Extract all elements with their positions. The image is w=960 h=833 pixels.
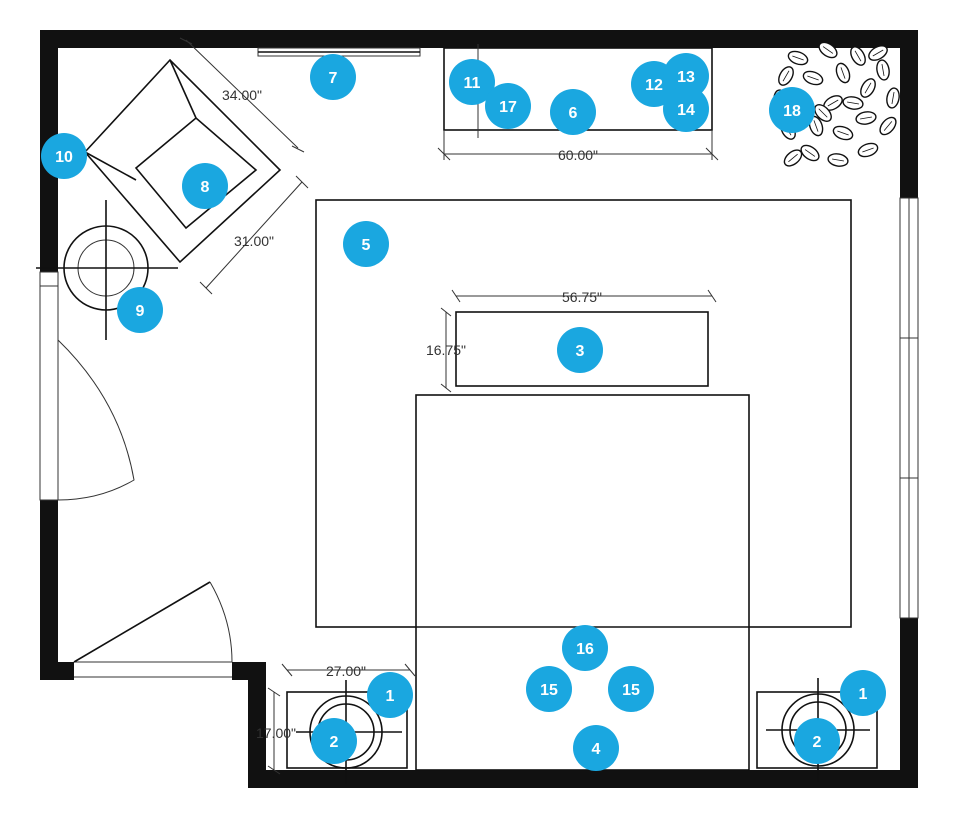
marker-18: 18	[769, 87, 815, 133]
walls	[40, 30, 918, 788]
plant-leaf-vein	[891, 92, 895, 104]
plant-leaf-vein	[807, 75, 819, 81]
svg-text:3: 3	[576, 343, 585, 360]
plant-leaf-vein	[792, 55, 804, 61]
door-icon	[39, 271, 135, 501]
plant-leaf-vein	[862, 147, 874, 153]
marker-3: 3	[557, 327, 603, 373]
marker-13: 13	[663, 53, 709, 99]
svg-text:11: 11	[464, 75, 481, 92]
plant-leaf-vein	[818, 108, 828, 118]
svg-text:17: 17	[499, 99, 517, 116]
window-icon	[899, 197, 919, 619]
svg-text:18: 18	[783, 103, 801, 120]
svg-text:2: 2	[330, 734, 339, 751]
plant-leaf-vein	[782, 70, 790, 82]
svg-text:15: 15	[622, 682, 640, 699]
marker-16: 16	[562, 625, 608, 671]
svg-text:1: 1	[386, 688, 395, 705]
marker-4: 4	[573, 725, 619, 771]
plant-leaf-vein	[837, 130, 849, 136]
svg-text:2: 2	[813, 734, 822, 751]
plant-leaf-vein	[864, 82, 872, 94]
plant-leaf-vein	[840, 67, 846, 79]
marker-17: 17	[485, 83, 531, 129]
svg-text:4: 4	[592, 741, 601, 758]
plant-leaf-vein	[813, 120, 819, 132]
plant-leaf-vein	[883, 121, 893, 131]
svg-text:5: 5	[362, 237, 371, 254]
bench-width-label: 56.75"	[562, 289, 602, 305]
wall-right-upper	[900, 30, 918, 198]
svg-text:13: 13	[677, 69, 695, 86]
wall-bottom	[248, 770, 918, 788]
plant-leaf-vein	[847, 101, 859, 105]
plant-leaf-vein	[860, 116, 872, 120]
marker-11: 11	[449, 59, 495, 105]
plant-leaf-vein	[872, 49, 884, 57]
lamp-icon	[36, 200, 178, 340]
svg-text:7: 7	[329, 70, 338, 87]
plant-leaf-vein	[881, 64, 885, 76]
marker-8: 8	[182, 163, 228, 209]
plant-leaf-vein	[827, 99, 839, 107]
armchair-depth-label: 31.00"	[234, 233, 274, 249]
wall-left-lower	[40, 500, 58, 680]
wall-right-lower	[900, 618, 918, 788]
wall-notch-vertical	[248, 662, 266, 788]
markers: 1 1 2 2 3 4 5 6 7 8 9 10 11 12 13 14 15 …	[41, 53, 886, 771]
dresser-width-label: 60.00"	[558, 147, 598, 163]
nightstand-width-label: 27.00"	[326, 663, 366, 679]
nightstand-depth-label: 17.00"	[256, 725, 296, 741]
bench-depth-label: 16.75"	[426, 342, 466, 358]
plant-leaf-vein	[788, 153, 798, 163]
svg-text:14: 14	[677, 102, 695, 119]
marker-1-right: 1	[840, 670, 886, 716]
wall-bottom-left-stub	[40, 662, 74, 680]
marker-1-left: 1	[367, 672, 413, 718]
svg-text:1: 1	[859, 686, 868, 703]
armchair-dimensions	[179, 37, 309, 295]
marker-2-right: 2	[794, 718, 840, 764]
armchair-width-label: 34.00"	[222, 87, 262, 103]
wall-top	[40, 30, 918, 48]
plant-leaf-vein	[804, 149, 816, 157]
bench-dimensions	[440, 289, 717, 393]
marker-7: 7	[310, 54, 356, 100]
marker-10: 10	[41, 133, 87, 179]
svg-text:6: 6	[569, 105, 578, 122]
svg-text:8: 8	[201, 179, 210, 196]
plant-leaf-vein	[822, 46, 834, 54]
marker-5: 5	[343, 221, 389, 267]
marker-15-left: 15	[526, 666, 572, 712]
marker-14: 14	[663, 86, 709, 132]
marker-6: 6	[550, 89, 596, 135]
svg-text:12: 12	[645, 77, 663, 94]
svg-text:10: 10	[55, 149, 73, 166]
plant-leaf-vein	[832, 158, 844, 162]
marker-2-left: 2	[311, 718, 357, 764]
svg-text:9: 9	[136, 303, 145, 320]
door-icon-bottom	[73, 581, 233, 678]
bed	[415, 394, 750, 771]
svg-text:16: 16	[576, 641, 594, 658]
svg-text:15: 15	[540, 682, 558, 699]
marker-15-right: 15	[608, 666, 654, 712]
nightstand-dimensions	[267, 663, 416, 775]
marker-9: 9	[117, 287, 163, 333]
plant-leaf-vein	[854, 50, 862, 62]
